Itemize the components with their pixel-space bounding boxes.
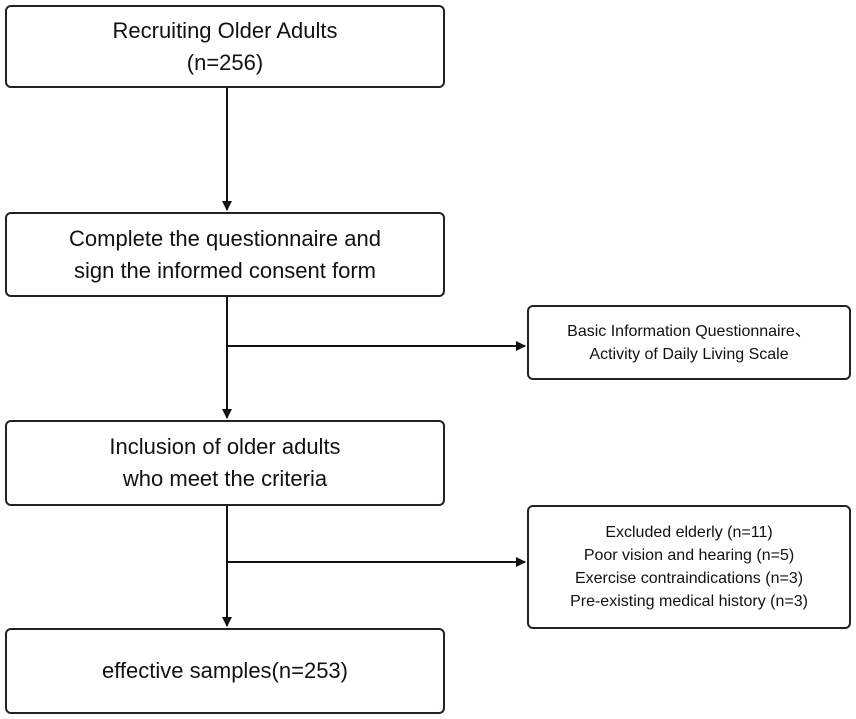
box-text-line: Poor vision and hearing (n=5) [583,547,795,564]
box-questionnaire-consent: Complete the questionnaire and sign the … [5,212,445,297]
box-recruiting-older-adults: Recruiting Older Adults (n=256) [5,5,445,88]
box-text-line: Activity of Daily Living Scale [589,345,789,363]
box-text-line: Pre-existing medical history (n=3) [570,593,808,610]
box-text-line: Exercise contraindications (n=3) [574,570,804,587]
box-inclusion-criteria: Inclusion of older adults who meet the c… [5,420,445,506]
box-text-line: Complete the questionnaire and [69,225,381,251]
box-assessment-instruments: Basic Information Questionnaire、 Activit… [527,305,851,380]
box-text-line: (n=256) [186,49,264,75]
box-effective-samples: effective samples(n=253) [5,628,445,714]
box-text-line: who meet the criteria [122,466,328,491]
box-text-line: sign the informed consent form [73,257,377,283]
box-text-line: Recruiting Older Adults [112,17,338,43]
box-excluded-elderly: Excluded elderly (n=11) Poor vision and … [527,505,851,629]
box-text-line: effective samples(n=253) [101,658,348,683]
box-text-line: Inclusion of older adults [109,434,341,459]
box-text-line: Excluded elderly (n=11) [605,524,773,541]
box-text-line: Basic Information Questionnaire、 [567,322,811,340]
